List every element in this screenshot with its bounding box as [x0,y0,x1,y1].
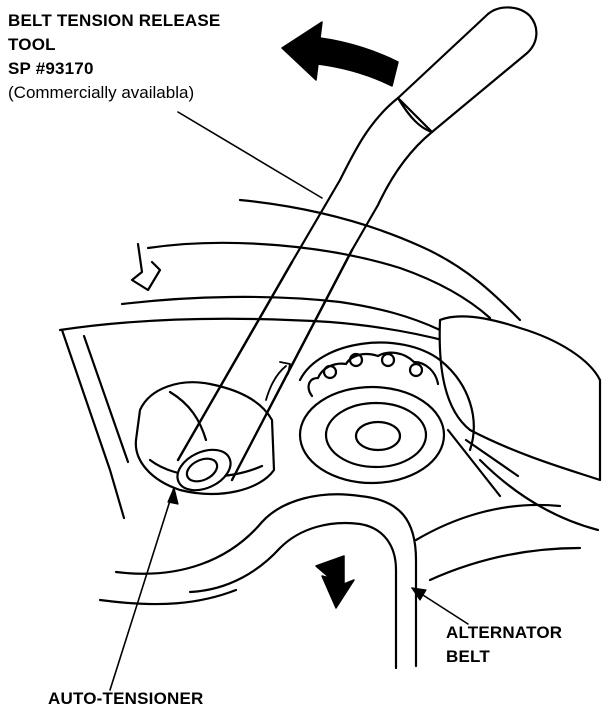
alternator-pulley-outer [298,385,446,485]
small-rotation-arrowhead [279,361,291,375]
rotation-arrow-up [281,21,399,87]
pulley-fin-dot-4 [408,362,424,378]
lower-bracket-right-2 [428,546,582,582]
alternator-label-line1: ALTERNATOR [446,623,563,642]
alternator-pulley-ring [324,401,428,469]
tool-label-line1: BELT TENSION RELEASE [8,11,221,30]
tensioner-pointer-arrowhead [167,487,179,505]
tensioner-pointer-line [109,487,175,691]
auto-tensioner-label: AUTO-TENSIONER [48,689,204,708]
lower-bracket-right [414,503,562,542]
tool-label-line2: TOOL [8,35,56,54]
lower-bracket-bottom [98,588,238,606]
small-rotation-arrow [265,365,287,401]
rotation-arrow-down [315,555,355,609]
cover-curve-3 [120,295,442,332]
cover-curve-2 [146,241,492,320]
tool-handle-grip [396,6,538,134]
belt-diagonal [446,428,502,498]
alternator-label-line2: BELT [446,647,490,666]
lower-bracket-outer [114,493,418,668]
tool-label-line3: SP #93170 [8,59,94,78]
pulley-fin-dot-2 [348,352,364,368]
tool-pointer-line [177,111,323,199]
right-housing [438,315,602,482]
lower-bracket-inner [188,521,398,670]
upper-cover-edge [238,198,522,322]
belt-upper [298,341,475,452]
right-lower-line [464,438,600,532]
alternator-pointer-arrowhead [411,587,427,601]
alternator-pulley-hub [354,420,402,452]
pulley-fin-dot-1 [322,364,338,380]
pulley-fin-dot-3 [380,352,396,368]
tool-label-line4: (Commercially availabla) [8,83,195,102]
tool-socket-hole-front [185,457,219,483]
left-connector [130,242,162,292]
cover-curve-4 [58,317,452,344]
tool-shaft [176,96,434,482]
tool-grip-edge [396,96,434,134]
tool-shaft-front [176,248,354,482]
left-frame [60,328,130,520]
